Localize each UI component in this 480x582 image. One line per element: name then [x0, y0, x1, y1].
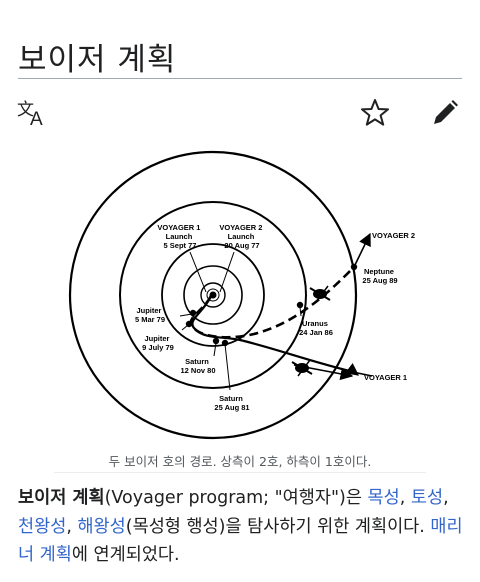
voyager1-trajectory — [191, 295, 355, 374]
label-saturn-v1: Saturn 12 Nov 80 — [180, 357, 215, 375]
link-uranus[interactable]: 천왕성 — [18, 516, 67, 537]
article-subject: 보이저 계획 — [18, 488, 105, 508]
figure-caption: 두 보이저 호의 경로. 상측이 2호, 하측이 1호이다. — [108, 454, 372, 469]
label-saturn-v2: Saturn 25 Aug 81 — [214, 394, 249, 412]
page-actions-toolbar: 文 A — [0, 92, 480, 136]
label-neptune: Neptune 25 Aug 89 — [362, 267, 397, 285]
jupiter-v1-dot — [189, 309, 197, 317]
voyager-trajectory-diagram[interactable]: VOYAGER 1 Launch 5 Sept 77 VOYAGER 2 Lau… — [54, 150, 426, 446]
translate-icon[interactable]: 文 A — [16, 96, 50, 130]
intro-text-3: 에 연계되었다. — [71, 545, 180, 565]
uranus-dot — [296, 301, 304, 309]
saturn-orbit — [161, 243, 265, 347]
pencil-icon[interactable] — [428, 96, 462, 130]
voyager1-arrow — [344, 362, 360, 376]
label-jupiter-v2: Jupiter 9 July 79 — [142, 334, 174, 352]
link-jupiter[interactable]: 목성 — [367, 488, 400, 508]
label-v2-launch: VOYAGER 2 Launch 20 Aug 77 — [219, 223, 264, 250]
saturn-v2-dot — [221, 339, 229, 347]
jupiter-orbit — [183, 265, 243, 325]
label-v1-launch: VOYAGER 1 Launch 5 Sept 77 — [157, 223, 202, 250]
voyager1-spacecraft-icon — [291, 359, 313, 377]
svg-text:A: A — [30, 109, 43, 130]
label-voyager1: VOYAGER 1 — [364, 373, 407, 382]
earth-orbit — [200, 282, 226, 308]
svg-text:文: 文 — [17, 100, 34, 119]
label-voyager2: VOYAGER 2 — [372, 231, 415, 240]
trajectory-figure: VOYAGER 1 Launch 5 Sept 77 VOYAGER 2 Lau… — [54, 150, 426, 473]
neptune-dot — [350, 263, 358, 271]
label-jupiter-v1: Jupiter 5 Mar 79 — [135, 306, 165, 324]
intro-text-1: (Voyager program; "여행자")은 — [104, 488, 368, 508]
label-uranus: Uranus 24 Jan 86 — [299, 319, 333, 337]
intro-text-2: (목성형 행성)을 탐사하기 위한 계획이다. — [125, 516, 431, 537]
uranus-orbit — [119, 201, 307, 389]
link-neptune[interactable]: 해왕성 — [77, 516, 126, 537]
saturn-v1-dot — [212, 337, 220, 345]
voyager2-spacecraft-icon — [309, 285, 331, 303]
star-icon[interactable] — [358, 96, 392, 130]
intro-paragraph: 보이저 계획(Voyager program; "여행자")은 목성, 토성, … — [18, 488, 463, 566]
link-mariner-program[interactable]: 매리너 계획 — [18, 516, 463, 566]
title-divider — [18, 78, 462, 79]
voyager2-outbound — [353, 232, 371, 268]
page-title: 보이저 계획 — [18, 42, 177, 78]
sun-ring — [206, 288, 220, 302]
link-saturn[interactable]: 토성 — [410, 488, 444, 508]
neptune-orbit — [68, 150, 358, 440]
